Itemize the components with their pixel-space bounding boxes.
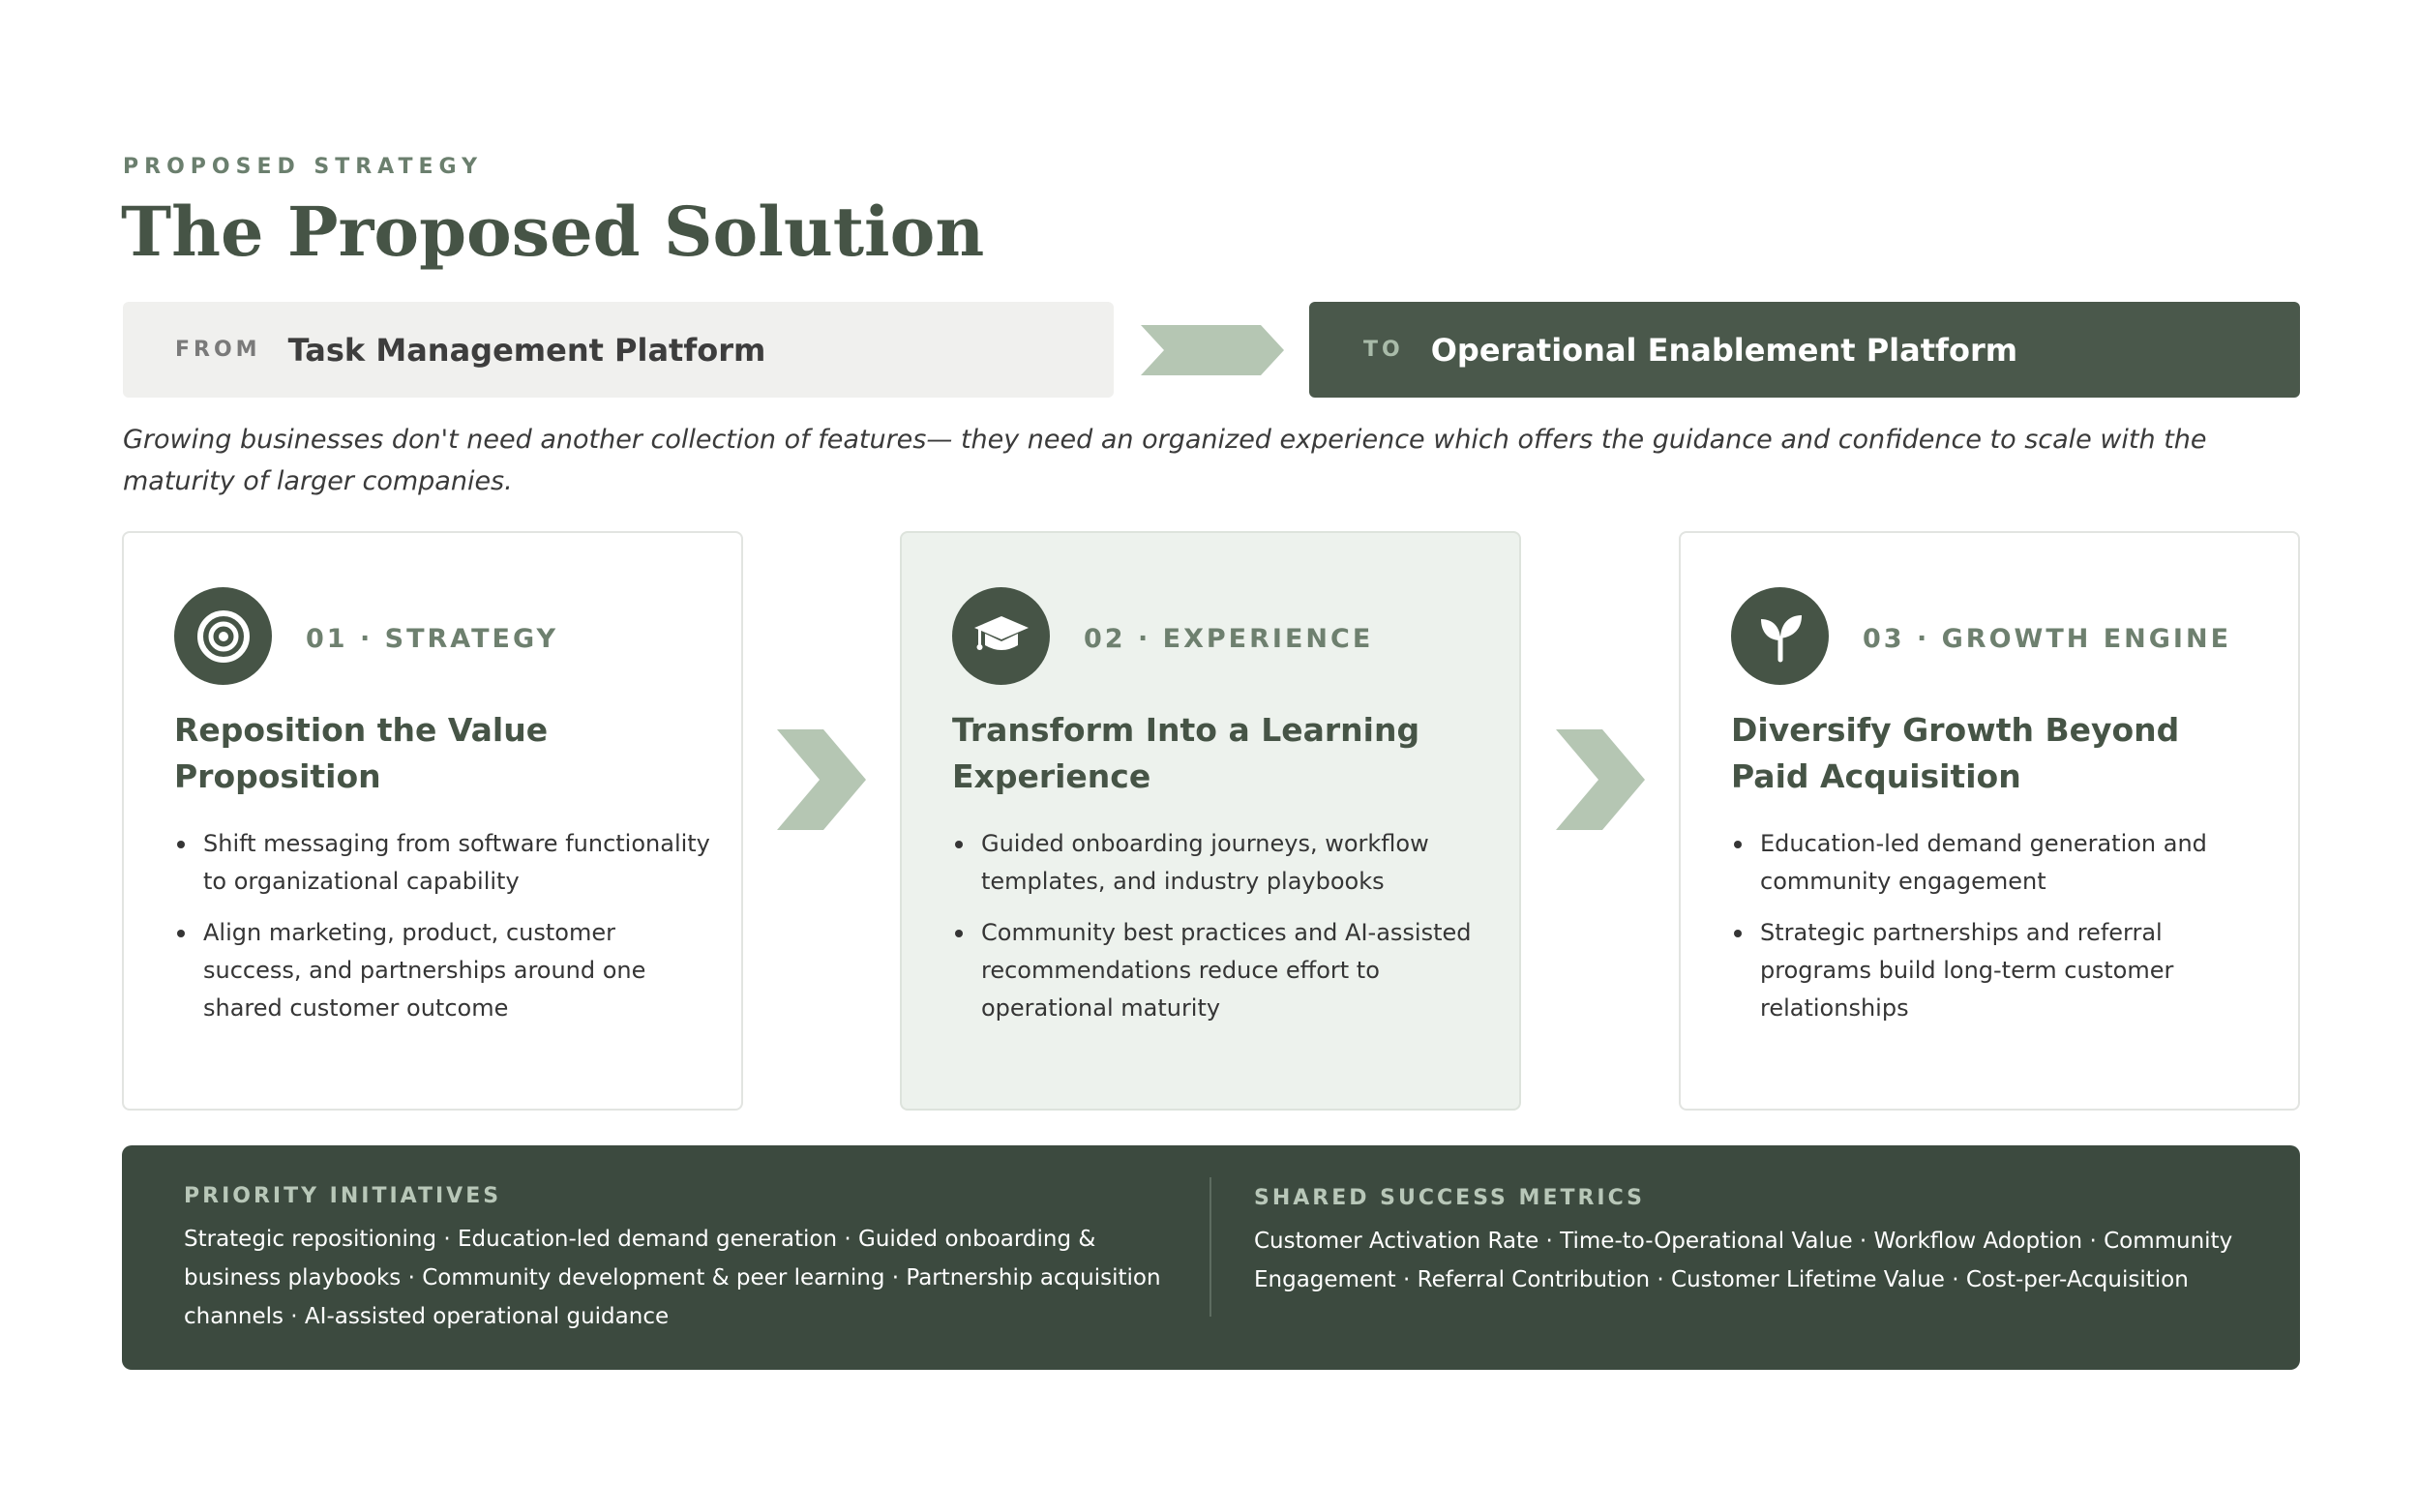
initiatives-text: Strategic repositioning · Education-led … — [184, 1227, 1161, 1329]
priority-initiatives: PRIORITY INITIATIVES Strategic repositio… — [184, 1184, 1161, 1336]
page-title: The Proposed Solution — [121, 192, 985, 272]
card-icon-badge — [952, 587, 1050, 685]
transition-arrow-icon — [1141, 325, 1284, 375]
list-item: Education-led demand generation and comm… — [1731, 825, 2273, 901]
card-title: Transform Into a Learning Experience — [952, 711, 1420, 795]
chevron-right-icon — [1556, 729, 1645, 830]
footer-divider — [1210, 1177, 1211, 1317]
strategy-card: 01 · STRATEGY Reposition the Value Propo… — [122, 531, 743, 1111]
card-label: 02 · EXPERIENCE — [1084, 624, 1374, 654]
transformation-bar: FROM Task Management Platform TO Operati… — [123, 302, 2300, 398]
success-metrics: SHARED SUCCESS METRICS Customer Activati… — [1254, 1186, 2251, 1299]
initiatives-heading: PRIORITY INITIATIVES — [184, 1184, 502, 1208]
to-value: Operational Enablement Platform — [1430, 331, 2018, 369]
card-icon-badge — [1731, 587, 1829, 685]
summary-footer: PRIORITY INITIATIVES Strategic repositio… — [122, 1145, 2300, 1370]
list-item: Strategic partnerships and referral prog… — [1731, 914, 2273, 1027]
graduation-cap-icon — [973, 615, 1029, 650]
card-title: Reposition the Value Proposition — [174, 711, 549, 795]
from-tag: FROM — [175, 338, 261, 362]
metrics-heading: SHARED SUCCESS METRICS — [1254, 1186, 1646, 1210]
sprout-icon — [1760, 614, 1802, 662]
card-title: Diversify Growth Beyond Paid Acquisition — [1731, 711, 2180, 795]
growth-card: 03 · GROWTH ENGINE Diversify Growth Beyo… — [1679, 531, 2300, 1111]
from-box: FROM Task Management Platform — [123, 302, 1114, 398]
list-item: Community best practices and AI-assisted… — [952, 914, 1494, 1027]
lede-paragraph: Growing businesses don't need another co… — [123, 425, 2207, 496]
to-tag: TO — [1363, 338, 1404, 362]
chevron-right-icon — [777, 729, 866, 830]
list-item: Align marketing, product, customer succe… — [174, 914, 716, 1027]
section-eyebrow: PROPOSED STRATEGY — [123, 155, 484, 179]
metrics-text: Customer Activation Rate · Time-to-Opera… — [1254, 1229, 2233, 1292]
card-icon-badge — [174, 587, 272, 685]
from-value: Task Management Platform — [287, 331, 766, 369]
card-bullets: Education-led demand generation and comm… — [1731, 825, 2273, 1041]
list-item: Shift messaging from software functional… — [174, 825, 716, 901]
card-label: 01 · STRATEGY — [306, 624, 559, 654]
to-box: TO Operational Enablement Platform — [1309, 302, 2300, 398]
card-label: 03 · GROWTH ENGINE — [1863, 624, 2232, 654]
card-bullets: Guided onboarding journeys, workflow tem… — [952, 825, 1494, 1041]
card-bullets: Shift messaging from software functional… — [174, 825, 716, 1041]
list-item: Guided onboarding journeys, workflow tem… — [952, 825, 1494, 901]
target-icon — [196, 609, 250, 663]
experience-card: 02 · EXPERIENCE Transform Into a Learnin… — [900, 531, 1521, 1111]
